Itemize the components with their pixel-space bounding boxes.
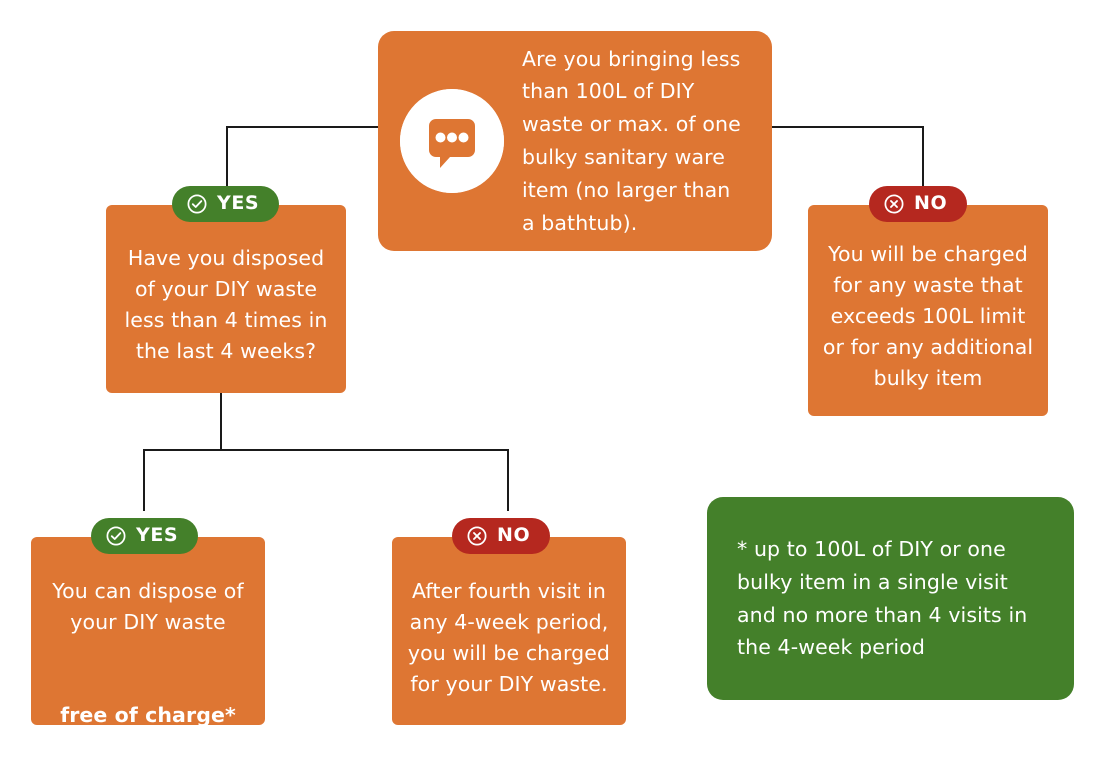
badge-no-outcome: NO	[452, 518, 551, 554]
connector-lower-right-drop	[507, 449, 509, 511]
connector-lower-left-drop	[143, 449, 145, 511]
connector-lower-stem	[220, 393, 222, 451]
badge-no-label: NO	[497, 524, 531, 546]
check-circle-icon	[186, 193, 208, 215]
check-circle-icon	[105, 525, 127, 547]
speech-bubble-icon	[400, 89, 504, 193]
branch-no-text: You will be charged for any waste that e…	[822, 241, 1034, 391]
connector-top-right-vertical	[922, 126, 924, 192]
badge-yes-label: YES	[136, 524, 179, 546]
badge-no-branch: NO	[869, 186, 968, 222]
x-circle-icon	[883, 193, 905, 215]
outcome-yes-card: You can dispose of your DIY waste free o…	[31, 537, 265, 727]
footnote-card: * up to 100L of DIY or one bulky item in…	[707, 497, 1074, 700]
outcome-yes-text-bold: free of charge*	[60, 703, 236, 728]
outcome-yes-text-plain: You can dispose of your DIY waste	[52, 578, 244, 634]
main-question-text: Are you bringing less than 100L of DIY w…	[522, 46, 741, 235]
branch-no-card: You will be charged for any waste that e…	[808, 205, 1048, 416]
footnote-text: * up to 100L of DIY or one bulky item in…	[737, 536, 1028, 660]
x-circle-icon	[466, 525, 488, 547]
badge-yes-branch: YES	[172, 186, 280, 222]
connector-top-left-horizontal	[226, 126, 380, 128]
badge-yes-outcome: YES	[91, 518, 199, 554]
branch-yes-card: Have you disposed of your DIY waste less…	[106, 205, 346, 393]
connector-top-left-vertical	[226, 126, 228, 192]
branch-yes-text: Have you disposed of your DIY waste less…	[124, 245, 328, 364]
connector-top-right-horizontal	[772, 126, 924, 128]
badge-no-label: NO	[914, 192, 948, 214]
main-question-card: Are you bringing less than 100L of DIY w…	[378, 31, 772, 251]
connector-lower-horizontal	[143, 449, 509, 451]
outcome-no-text: After fourth visit in any 4-week period,…	[407, 578, 611, 697]
badge-yes-label: YES	[217, 192, 260, 214]
outcome-no-card: After fourth visit in any 4-week period,…	[392, 537, 626, 725]
outcome-yes-text-block: You can dispose of your DIY waste free o…	[45, 545, 251, 732]
